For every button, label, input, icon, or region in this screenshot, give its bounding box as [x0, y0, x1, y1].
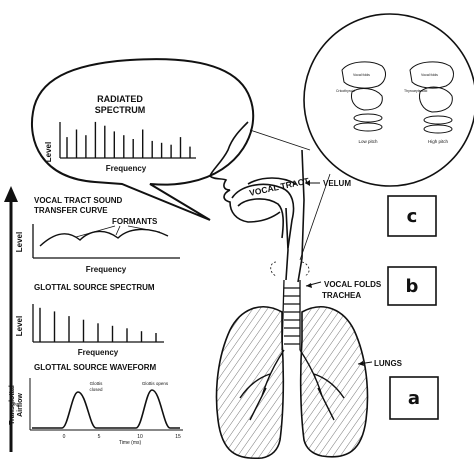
- vocal-folds-label: VOCAL FOLDS: [324, 280, 382, 289]
- box-c: c: [387, 195, 437, 237]
- inset-part-label-3: Vocal folds: [421, 73, 438, 77]
- velum-label: VELUM: [323, 179, 351, 188]
- box-a-label: a: [408, 388, 420, 409]
- inset-part-label-1: Vocal folds: [353, 73, 370, 77]
- inset-part-label-2: Cricothyroid: [336, 89, 355, 93]
- high-pitch-label: High pitch: [428, 139, 449, 144]
- source-bars: [39, 307, 157, 342]
- larynx-inset-circle: [303, 13, 474, 187]
- radiated-bars: [66, 121, 191, 158]
- right-lung: [299, 306, 369, 458]
- bronchi: [239, 349, 345, 421]
- x-tick-15: 15: [175, 434, 181, 440]
- trachea-label: TRACHEA: [322, 291, 361, 300]
- formants-label: FORMANTS: [112, 217, 158, 226]
- trachea: [281, 279, 301, 351]
- box-c-label: c: [407, 206, 418, 227]
- radiated-y-label: Level: [44, 142, 53, 162]
- radiated-x-label: Frequency: [106, 164, 147, 173]
- inset-connector-2: [299, 173, 331, 261]
- glottis-opens: Glottis opens: [142, 381, 169, 386]
- larynx-high-pitch-drawing: [409, 61, 454, 134]
- inset-connector-1: [249, 129, 311, 151]
- time-axis-label: Time (ms): [119, 440, 142, 446]
- radiated-title-line1: RADIATED: [97, 94, 143, 104]
- velum-arrowhead: [305, 180, 310, 186]
- vocal-folds-arrowhead: [306, 283, 312, 288]
- head-profile: [209, 121, 305, 283]
- source-x-label: Frequency: [78, 348, 119, 357]
- transfer-curve: [39, 228, 169, 247]
- transfer-title-line2: TRANSFER CURVE: [34, 206, 108, 215]
- glottis-closed-1: Glottis: [90, 381, 104, 386]
- radiated-title-line2: SPECTRUM: [95, 105, 146, 115]
- transfer-y-label: Level: [15, 232, 24, 252]
- left-lung: [215, 306, 285, 460]
- lungs-arrowhead: [358, 361, 364, 366]
- inset-part-label-4: Thyroarytenoid: [404, 89, 427, 93]
- low-pitch-label: Low pitch: [358, 139, 378, 144]
- lungs-label: LUNGS: [374, 359, 403, 368]
- x-tick-10: 10: [137, 434, 143, 440]
- waveform-curve: [32, 389, 180, 429]
- x-tick-0: 0: [63, 434, 66, 440]
- transfer-x-label: Frequency: [86, 265, 127, 274]
- transfer-title-line1: VOCAL TRACT SOUND: [34, 196, 123, 205]
- box-b: b: [387, 266, 437, 306]
- source-spectrum-title: GLOTTAL SOURCE SPECTRUM: [34, 283, 155, 292]
- formant-pointers: [75, 225, 161, 238]
- waveform-title: GLOTTAL SOURCE WAVEFORM: [34, 363, 157, 372]
- waveform-y-label-2: Airflow: [17, 393, 24, 417]
- larynx-dash: [270, 261, 310, 277]
- box-a: a: [389, 376, 439, 420]
- larynx-low-pitch-drawing: [341, 61, 386, 132]
- glottis-closed-2: closed: [89, 387, 103, 392]
- source-y-label: Level: [15, 316, 24, 336]
- waveform-y-label-1: Transglottal: [9, 385, 16, 425]
- x-tick-5: 5: [98, 434, 101, 440]
- box-b-label: b: [406, 276, 419, 297]
- upward-arrow: [4, 186, 18, 452]
